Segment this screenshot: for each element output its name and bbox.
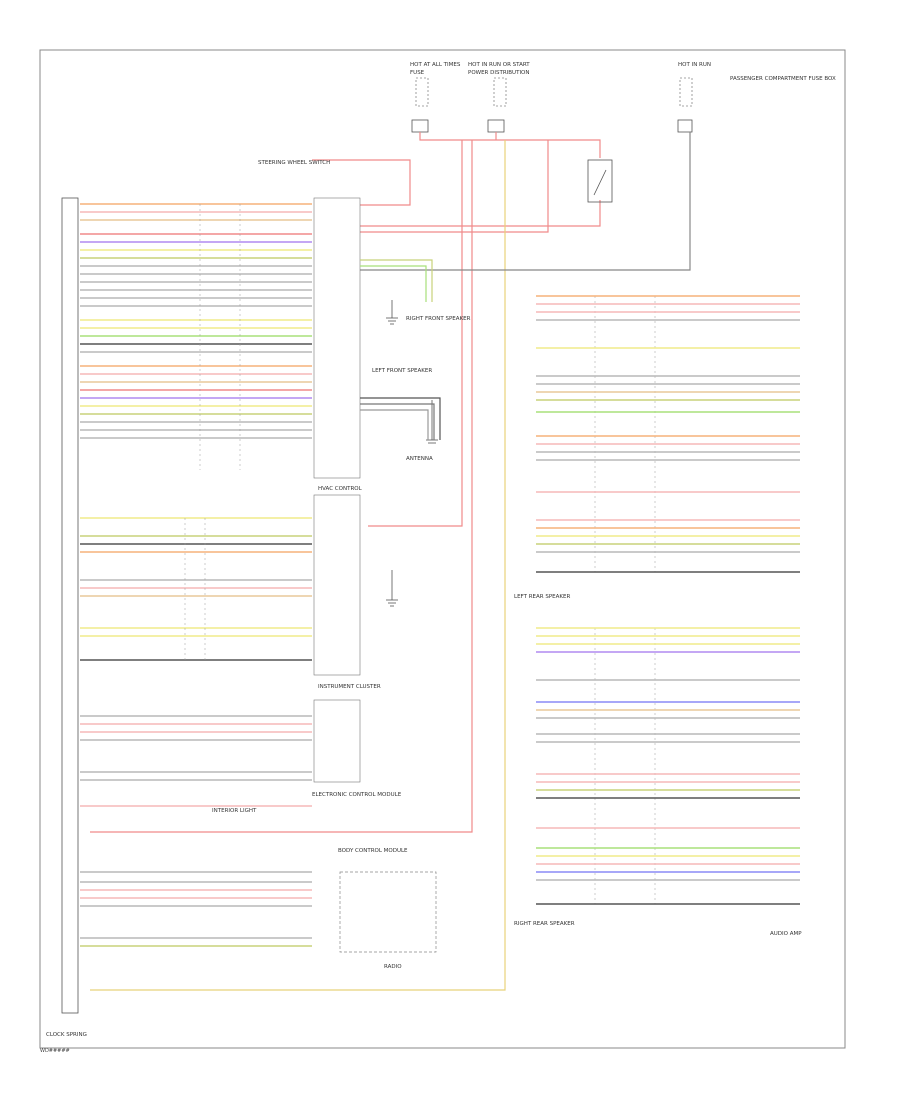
fuse-left-sub: FUSE <box>410 70 425 76</box>
fuse-right <box>677 77 693 133</box>
steering-switch-caption: STEERING WHEEL SWITCH <box>258 160 330 166</box>
fuse-center-sub: POWER DISTRIBUTION <box>468 70 530 76</box>
center-module-caption-2: INSTRUMENT CLUSTER <box>318 684 381 690</box>
center-module-caption: HVAC CONTROL <box>318 486 363 492</box>
center-module-caption-3: ELECTRONIC CONTROL MODULE <box>312 792 402 798</box>
right-wire-group <box>536 295 800 905</box>
antenna-caption: ANTENNA <box>406 456 433 462</box>
left-module-caption: CLOCK SPRING <box>46 1032 87 1038</box>
ground-symbol-2 <box>386 570 398 607</box>
body-control-caption: BODY CONTROL MODULE <box>338 848 408 854</box>
left-wire-group <box>80 203 656 947</box>
relay-switch <box>587 159 613 203</box>
fuse-center-caption: HOT IN RUN OR START <box>468 62 530 68</box>
power-lines <box>90 132 691 991</box>
right-module-1-caption: LEFT REAR SPEAKER <box>514 594 570 600</box>
center-module <box>313 197 361 479</box>
center-module-bottom <box>313 699 361 783</box>
ground-symbol-1 <box>386 300 398 325</box>
center-small-wires <box>360 259 441 440</box>
fuse-right-caption: HOT IN RUN <box>678 62 711 68</box>
interior-lamp-caption: INTERIOR LIGHT <box>212 808 257 814</box>
center-module-lower <box>313 494 361 676</box>
cassette-caption: RADIO <box>384 964 402 970</box>
fuse-center <box>487 77 507 133</box>
right-module-2-caption: RIGHT REAR SPEAKER <box>514 921 575 927</box>
footer-code: WD##### <box>40 1048 70 1054</box>
fuse-right-sub: PASSENGER COMPARTMENT FUSE BOX <box>730 76 836 82</box>
right-module-3-caption: AUDIO AMP <box>770 931 802 937</box>
diagram-border <box>39 49 846 1049</box>
fuse-left <box>411 77 429 133</box>
fuse-left-caption: HOT AT ALL TIMES <box>410 62 461 68</box>
radio-connector-box <box>339 871 437 953</box>
front-left-caption: LEFT FRONT SPEAKER <box>372 368 432 374</box>
left-connector-bar <box>61 197 79 1014</box>
front-right-caption: RIGHT FRONT SPEAKER <box>406 316 471 322</box>
